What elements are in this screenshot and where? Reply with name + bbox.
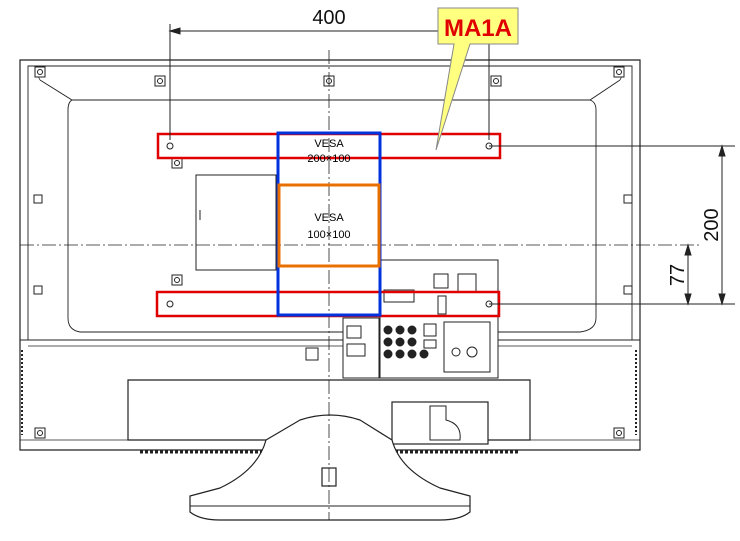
vesa-200x100-label-line2: 200×100 [307,153,350,165]
screw-side-right-2 [623,285,633,295]
vesa-100x100-label-line1: VESA [314,212,344,224]
center-lines [20,50,700,520]
screw-side-left-1 [33,194,43,204]
screw-side-right-1 [623,194,633,204]
dimension-77-label: 77 [667,264,689,286]
screw-side-left-2 [33,285,43,295]
callout-ma1a: MA1A [435,7,519,151]
screw-left-lower [171,274,183,286]
dimension-200-label: 200 [701,208,723,241]
screw-bottom-right [613,427,625,439]
dimension-400-label: 400 [312,7,345,29]
vesa-100x100-outline [277,183,381,268]
screw-top-left [154,75,166,87]
connector-panel [305,259,499,379]
dimension-vertical-77 [684,243,692,306]
screw-left-upper [171,157,183,169]
vesa-200x100-label-line1: VESA [314,138,344,150]
screw-top-right-outer [613,66,625,78]
recess-panel [195,174,277,271]
vesa-100x100-label-line2: 100×100 [307,229,350,241]
dimension-vertical-200 [489,144,735,306]
callout-ma1a-label: MA1A [444,15,512,42]
screw-bottom-left [34,427,46,439]
screw-top-right [490,75,502,87]
av-jacks [383,325,429,359]
screw-top-left-outer [34,66,46,78]
